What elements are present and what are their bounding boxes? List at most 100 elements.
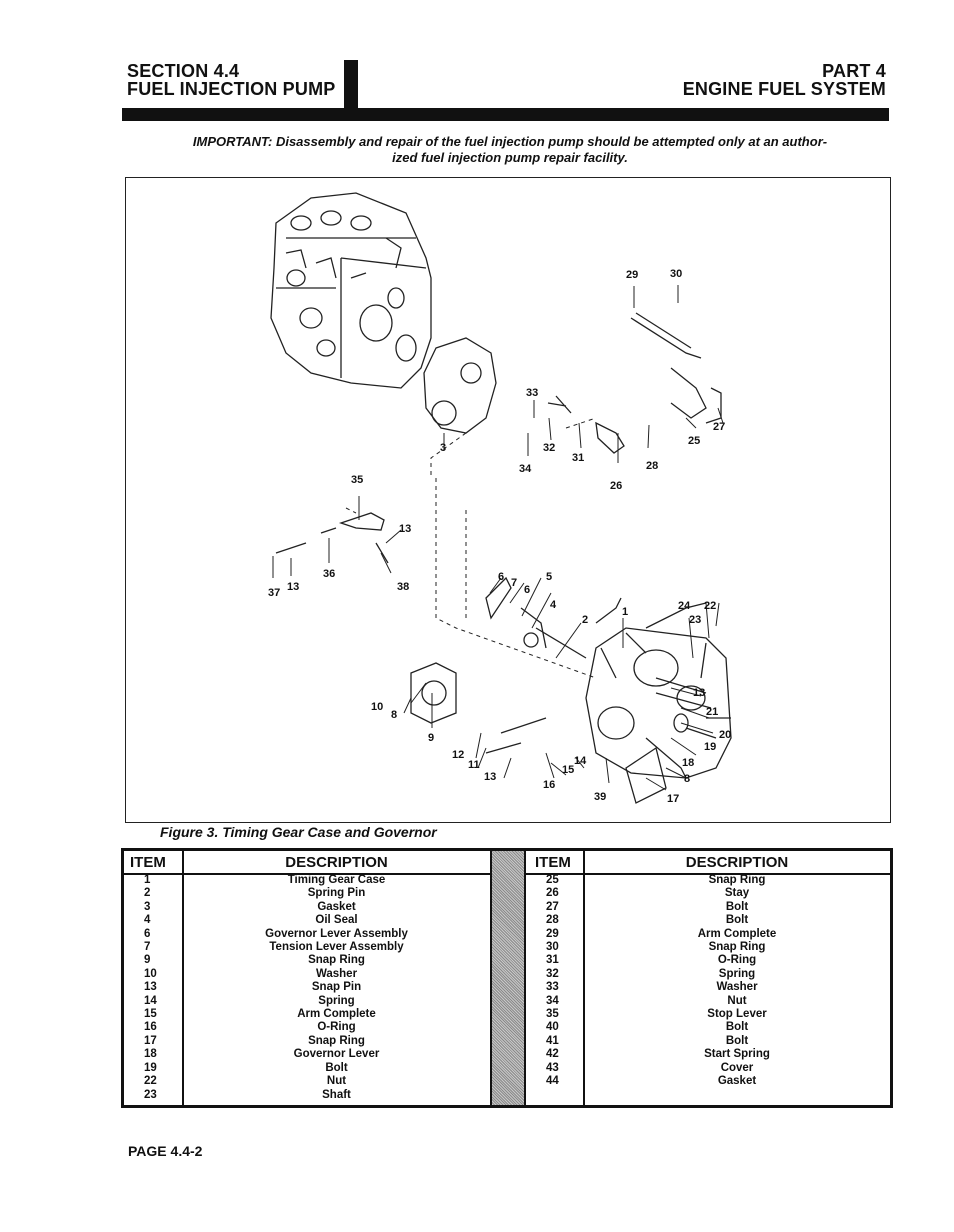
callout-28: 28 [646, 460, 658, 472]
item-description: Spring [318, 994, 355, 1007]
item-number: 32 [546, 967, 559, 980]
callout-33: 33 [526, 387, 538, 399]
important-line-1: IMPORTANT: Disassembly and repair of the… [192, 134, 828, 149]
engine-block-drawing [270, 192, 432, 389]
callout-4: 4 [550, 599, 557, 611]
item-number: 29 [546, 927, 559, 940]
callout-35: 35 [351, 474, 363, 486]
exploded-diagram: 29 30 33 32 31 34 26 28 25 27 3 35 13 36… [268, 192, 732, 805]
item-number: 16 [144, 1021, 157, 1034]
callout-labels: 29 30 33 32 31 34 26 28 25 27 3 35 13 36… [268, 268, 731, 805]
item-number: 40 [546, 1021, 559, 1034]
callout-25: 25 [688, 435, 700, 447]
section-header: SECTION 4.4 FUEL INJECTION PUMP [127, 62, 336, 98]
callout-21: 21 [706, 706, 718, 718]
callout-8a: 8 [684, 773, 690, 785]
item-number: 6 [144, 927, 151, 940]
callout-5: 5 [546, 571, 552, 583]
item-number: 34 [546, 994, 559, 1007]
callout-38: 38 [397, 581, 409, 593]
callout-13b: 13 [287, 581, 299, 593]
callout-29: 29 [626, 269, 638, 281]
part-number: PART 4 [822, 61, 886, 81]
item-description: Bolt [325, 1061, 348, 1074]
item-description: Snap Ring [308, 1034, 365, 1047]
callout-13c: 13 [693, 687, 705, 699]
item-number: 42 [546, 1048, 559, 1061]
item-number: 25 [546, 874, 559, 886]
item-description: Snap Ring [708, 874, 766, 886]
callout-37: 37 [268, 587, 280, 599]
item-description: Governor Lever [293, 1048, 380, 1061]
item-number: 18 [144, 1048, 157, 1061]
item-number: 14 [144, 994, 157, 1007]
item-number: 4 [144, 914, 151, 927]
item-description: Arm Complete [697, 927, 777, 940]
item-number: 13 [144, 981, 157, 994]
callout-13d: 13 [484, 771, 496, 783]
item-number: 17 [144, 1034, 157, 1047]
callout-15: 15 [562, 764, 574, 776]
item-description: Bolt [725, 900, 749, 913]
callout-2: 2 [582, 614, 588, 626]
item-number: 15 [144, 1008, 157, 1021]
item-description: Snap Pin [311, 981, 362, 994]
item-description: Arm Complete [297, 1008, 376, 1021]
right-item-header: ITEM [535, 854, 571, 871]
item-description: Bolt [725, 1034, 749, 1047]
section-title: FUEL INJECTION PUMP [127, 79, 336, 99]
callout-7: 7 [511, 577, 517, 589]
item-number: 22 [144, 1075, 157, 1088]
item-description: Oil Seal [315, 914, 358, 927]
callout-20: 20 [719, 729, 731, 741]
item-description: Timing Gear Case [287, 874, 386, 886]
item-number: 41 [546, 1034, 559, 1047]
callout-12: 12 [452, 749, 464, 761]
callout-30: 30 [670, 268, 682, 280]
callout-22: 22 [704, 600, 716, 612]
arm-stay-drawing [547, 312, 722, 454]
section-number: SECTION 4.4 [127, 61, 240, 81]
figure-frame: 29 30 33 32 31 34 26 28 25 27 3 35 13 36… [125, 177, 891, 823]
item-description: Bolt [725, 914, 749, 927]
item-number: 19 [144, 1061, 157, 1074]
item-number: 43 [546, 1061, 559, 1074]
item-number: 7 [144, 941, 151, 954]
item-number: 26 [546, 887, 559, 900]
item-description: Nut [727, 994, 747, 1007]
callout-10: 10 [371, 701, 383, 713]
item-number: 28 [546, 914, 559, 927]
item-number: 9 [144, 954, 151, 967]
callout-23: 23 [689, 614, 701, 626]
item-description: Snap Ring [308, 954, 365, 967]
callout-6b: 6 [524, 584, 530, 596]
item-number: 10 [144, 967, 157, 980]
part-header: PART 4 ENGINE FUEL SYSTEM [683, 62, 886, 98]
lower-cover-drawing [625, 737, 687, 804]
center-shaded-divider [491, 851, 524, 1105]
callout-1: 1 [622, 606, 628, 618]
item-description: Bolt [725, 1021, 749, 1034]
right-hardware-drawing [485, 597, 717, 754]
item-description: Washer [315, 967, 358, 980]
callout-36: 36 [323, 568, 335, 580]
item-number: 35 [546, 1008, 559, 1021]
callout-3: 3 [440, 442, 446, 454]
stop-lever-drawing [275, 512, 389, 564]
item-number: 23 [144, 1088, 157, 1101]
callout-26: 26 [610, 480, 622, 492]
item-description: Snap Ring [708, 941, 766, 954]
item-description: Spring [718, 967, 756, 980]
item-number: 1 [144, 874, 151, 886]
item-number: 33 [546, 981, 559, 994]
callout-18: 18 [682, 757, 694, 769]
important-line-2: ized fuel injection pump repair facility… [392, 150, 628, 165]
cover-plate-drawing [410, 662, 457, 724]
item-description: Gasket [717, 1075, 757, 1088]
governor-lever-drawing [485, 576, 587, 659]
important-note: IMPORTANT: Disassembly and repair of the… [130, 134, 890, 166]
callout-27: 27 [713, 421, 725, 433]
